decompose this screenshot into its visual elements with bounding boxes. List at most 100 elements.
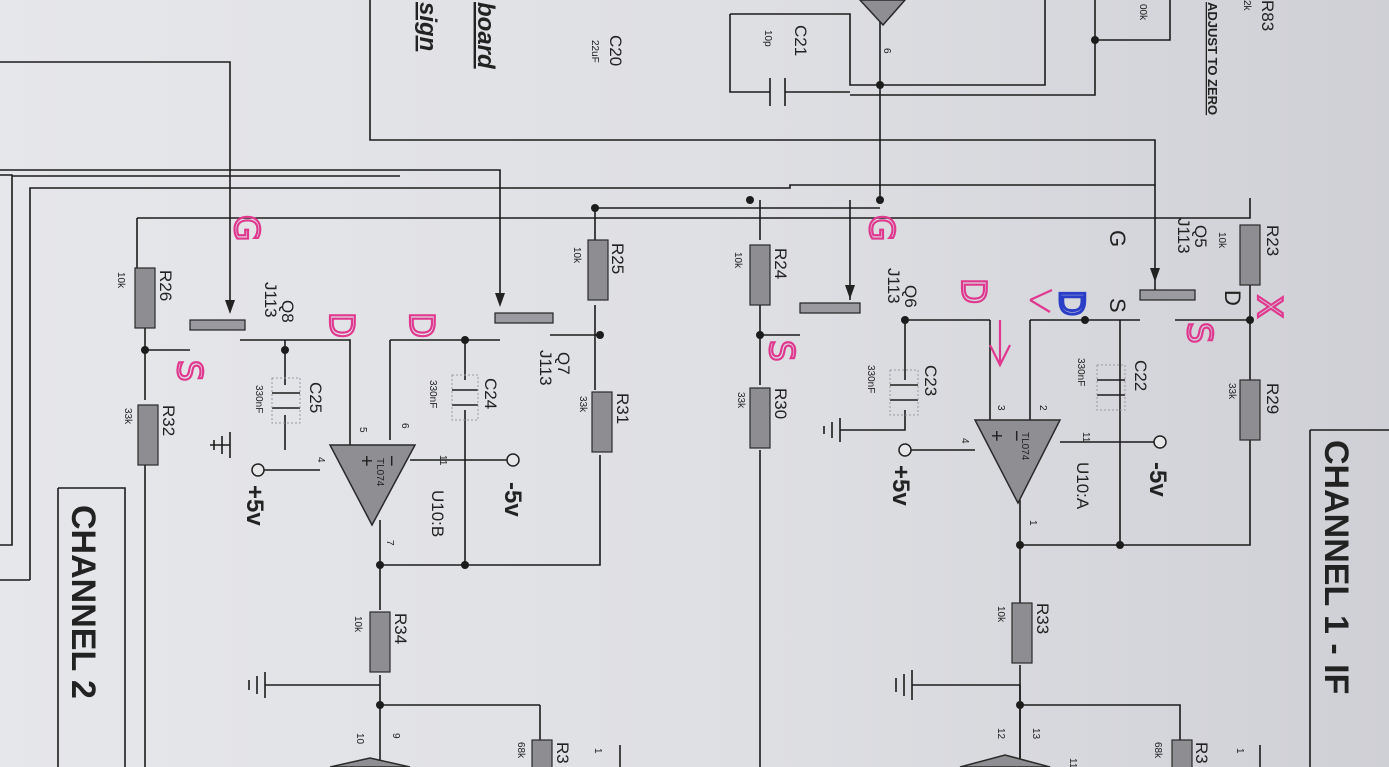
jfet-q6: Q6 J113	[799, 268, 920, 314]
supply-ch1-pos: +5v	[887, 443, 914, 506]
resistor-r23: R23 10k	[1216, 224, 1282, 286]
svg-text:+: +	[985, 430, 1007, 442]
svg-text:−: −	[380, 455, 402, 467]
svg-text:U10:B: U10:B	[428, 490, 447, 537]
svg-text:C24: C24	[481, 378, 500, 409]
svg-text:10: 10	[354, 733, 365, 745]
svg-text:5: 5	[357, 427, 368, 433]
svg-text:−: −	[1005, 430, 1027, 442]
resistor-r25: R25 10k	[571, 239, 627, 301]
handwritten-s-q8: S	[169, 360, 209, 382]
svg-text:J113: J113	[536, 350, 555, 386]
svg-text:Q5: Q5	[1191, 225, 1210, 248]
svg-text:CHANNEL 1 - IF: CHANNEL 1 - IF	[1317, 440, 1355, 694]
svg-text:00k: 00k	[1137, 4, 1148, 21]
opamp-bottom-partial-ch1	[959, 754, 1051, 767]
svg-text:330nF: 330nF	[865, 365, 876, 393]
resistor-r29: R29 33k	[1226, 379, 1282, 441]
svg-text:R31: R31	[613, 393, 632, 424]
svg-text:4: 4	[315, 457, 326, 463]
svg-text:R26: R26	[156, 270, 175, 301]
svg-text:C21: C21	[791, 25, 810, 56]
svg-text:ADJUST TO ZERO: ADJUST TO ZERO	[1205, 2, 1220, 115]
svg-text:Q6: Q6	[901, 285, 920, 308]
capacitor-c24: C24 330nF	[427, 374, 500, 421]
svg-text:6: 6	[399, 423, 410, 429]
svg-text:D: D	[1220, 290, 1245, 306]
svg-text:G: G	[1105, 230, 1130, 247]
svg-text:68k: 68k	[515, 742, 526, 759]
junctions	[141, 36, 1254, 709]
svg-text:sign: sign	[414, 2, 441, 51]
resistor-r83: R83 2k	[1241, 0, 1277, 31]
svg-text:-5v: -5v	[499, 482, 526, 517]
capacitor-c23: C23 330nF	[865, 365, 940, 416]
svg-text:68k: 68k	[1152, 742, 1163, 759]
svg-text:J113: J113	[884, 268, 903, 304]
opamp-u10-top-partial: 6	[858, 0, 906, 54]
svg-text:J113: J113	[261, 282, 280, 318]
jfet-q7: Q7 J113	[494, 293, 573, 386]
supply-ch2-neg: -5v	[499, 453, 526, 517]
svg-text:U10:A: U10:A	[1073, 462, 1092, 510]
svg-text:R3: R3	[553, 742, 572, 764]
jfet-q8: Q8 J113	[189, 282, 297, 331]
board-fragment: board sign	[414, 2, 499, 70]
svg-text:R30: R30	[771, 388, 790, 419]
adjust-note: ADJUST TO ZERO	[1205, 2, 1220, 115]
handwritten-d-u10a: D	[953, 278, 993, 304]
svg-text:10k: 10k	[115, 272, 126, 289]
bottom-pin-labels: 12 13 11 10 9 1 1	[354, 728, 1245, 767]
resistor-r24: R24 10k	[732, 244, 790, 306]
svg-text:R25: R25	[608, 243, 627, 274]
handwritten-x-mark: X	[1249, 295, 1289, 318]
handwritten-d-q7: D	[401, 312, 441, 338]
svg-text:R24: R24	[771, 248, 790, 279]
svg-text:C20: C20	[606, 35, 625, 66]
jfet-q5: Q5 J113 G S D	[1105, 218, 1245, 313]
svg-text:10k: 10k	[732, 252, 743, 269]
ground-symbols	[213, 418, 913, 700]
svg-text:11: 11	[1067, 758, 1078, 767]
svg-text:1: 1	[1234, 748, 1245, 754]
resistor-r3-ch2: R3 68k	[515, 739, 572, 767]
svg-text:+5v: +5v	[887, 465, 914, 506]
svg-text:J113: J113	[1174, 218, 1193, 254]
capacitor-c21: C21 10p	[762, 25, 810, 106]
svg-text:6: 6	[881, 48, 892, 54]
opamp-u10b: − + TL074 U10:B 5 6 7 4 11	[315, 423, 448, 546]
svg-text:CHANNEL 2: CHANNEL 2	[64, 505, 102, 699]
svg-text:R32: R32	[159, 405, 178, 436]
svg-text:C22: C22	[1131, 360, 1150, 391]
svg-text:330nF: 330nF	[427, 380, 438, 408]
svg-text:Q8: Q8	[278, 300, 297, 323]
supply-ch2-pos: +5v	[241, 463, 268, 526]
handwritten-d-blue: D	[1051, 290, 1091, 316]
svg-text:13: 13	[1030, 728, 1041, 740]
handwritten-s-q6: S	[761, 340, 801, 362]
svg-text:11: 11	[437, 455, 448, 466]
svg-text:R29: R29	[1263, 383, 1282, 414]
handwritten-arrow-k	[1029, 288, 1053, 313]
svg-text:R3: R3	[1192, 742, 1211, 764]
svg-text:11: 11	[1080, 432, 1091, 443]
svg-text:12: 12	[995, 728, 1006, 740]
resistor-r34: R34 10k	[352, 611, 410, 673]
svg-text:10k: 10k	[352, 616, 363, 633]
capacitor-c20: C20 22uF	[589, 35, 625, 66]
svg-text:22uF: 22uF	[589, 40, 600, 63]
svg-text:4: 4	[959, 438, 970, 444]
supply-ch1-neg: -5v	[1144, 435, 1171, 497]
svg-text:10p: 10p	[762, 30, 773, 47]
resistor-r3-ch1: R3 68k	[1152, 739, 1211, 767]
svg-text:330nF: 330nF	[253, 385, 264, 413]
opamp-bottom-partial-ch2	[329, 757, 411, 767]
svg-text:S: S	[1105, 298, 1130, 313]
channel-1-title: CHANNEL 1 - IF	[1317, 440, 1355, 694]
svg-text:C25: C25	[306, 382, 325, 413]
resistor-r32: R32 33k	[122, 404, 178, 466]
svg-text:10k: 10k	[995, 606, 1006, 623]
svg-text:2: 2	[1037, 405, 1048, 411]
svg-text:33k: 33k	[1226, 383, 1237, 400]
